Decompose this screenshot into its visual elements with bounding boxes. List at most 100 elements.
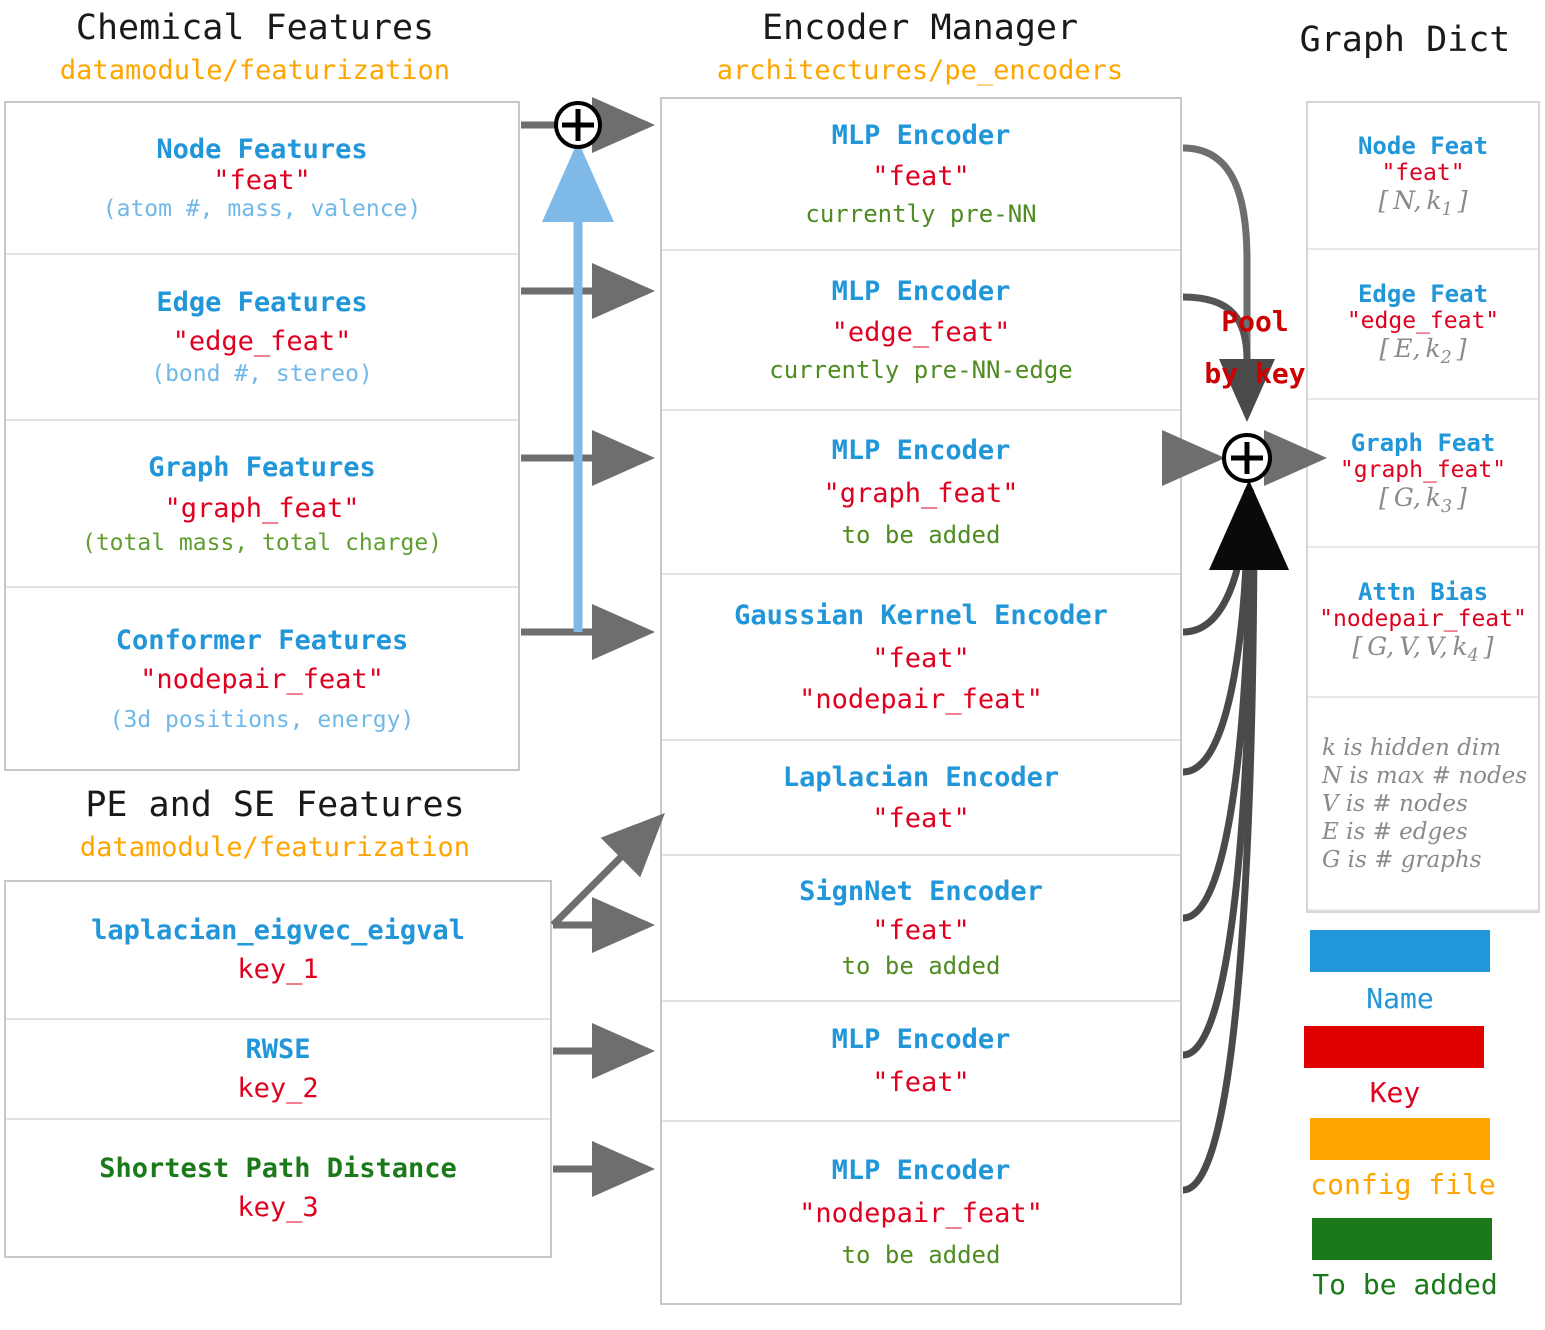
encoder-key: "feat" [872,1067,970,1098]
feature-name: Graph Features [148,451,376,483]
pool-label-line2: by key [1204,357,1306,390]
encoder-key: "feat" [872,802,970,834]
feature-desc: (total mass, total charge) [81,529,443,556]
curve-encoder-5-to-pool [1182,504,1252,776]
arrow-laplacian-to-laplacian-encoder [550,813,665,928]
encoder-name: Laplacian Encoder [782,761,1060,793]
sum-node-top [554,101,602,149]
encoder-row[interactable]: MLP Encoder "nodepair_feat" to be added [662,1122,1180,1302]
chemical-features-subtitle: datamodule/featurization [59,55,451,86]
encoder-row[interactable]: MLP Encoder "feat" [662,1002,1180,1122]
pese-name: laplacian_eigvec_eigval [91,915,465,946]
pool-by-key-label: Pool by key [1190,296,1320,400]
pese-key: key_1 [237,954,319,985]
feature-key: "edge_feat" [172,326,352,357]
encoder-manager-title: Encoder Manager [761,8,1079,48]
encoder-note: currently pre-NN-edge [769,356,1073,384]
pese-key: key_3 [237,1192,319,1223]
encoder-row[interactable]: MLP Encoder "edge_feat" currently pre-NN… [662,251,1180,411]
encoder-name: Gaussian Kernel Encoder [734,599,1108,631]
graph-dict-row[interactable]: Edge Feat "edge_feat" [ E, k2 ] [1308,250,1538,400]
graph-dict-row[interactable]: Attn Bias "nodepair_feat" [ G, V, V, k4 … [1308,548,1538,698]
legend-swatch-name [1310,930,1490,972]
dict-key: "feat" [1381,159,1465,186]
encoder-key: "feat" [872,642,970,674]
chemical-features-title: Chemical Features [75,8,435,48]
pese-features-panel: laplacian_eigvec_eigval key_1 RWSE key_2… [4,880,552,1258]
dim-legend-line: N is max # nodes [1322,762,1528,789]
graph-dict-row[interactable]: Node Feat "feat" [ N, k1 ] [1308,103,1538,250]
feature-key: "graph_feat" [164,492,360,524]
encoder-row[interactable]: MLP Encoder "graph_feat" to be added [662,411,1180,575]
graph-dict-panel: Node Feat "feat" [ N, k1 ] Edge Feat "ed… [1306,101,1540,913]
encoder-row[interactable]: MLP Encoder "feat" currently pre-NN [662,99,1180,251]
curve-encoder-4-to-pool [1182,504,1250,636]
encoder-note: to be added [841,952,1001,980]
feature-key: "nodepair_feat" [140,663,384,695]
dim-legend-line: E is # edges [1322,818,1468,845]
legend-label-todo: To be added [1312,1268,1498,1301]
chemical-feature-row[interactable]: Graph Features "graph_feat" (total mass,… [6,421,518,588]
feature-key: "feat" [213,165,311,196]
encoder-name: SignNet Encoder [799,876,1043,907]
feature-desc: (3d positions, energy) [109,706,415,733]
encoder-key: "graph_feat" [823,478,1019,509]
pese-feature-row[interactable]: laplacian_eigvec_eigval key_1 [6,882,550,1020]
encoder-key: "feat" [872,161,970,192]
legend-swatch-key [1304,1026,1484,1068]
feature-name: Edge Features [156,287,368,318]
pese-key: key_2 [237,1073,319,1104]
dict-name: Node Feat [1357,131,1489,160]
chemical-features-panel: Node Features "feat" (atom #, mass, vale… [4,101,520,771]
dimension-legend: k is hidden dim N is max # nodes V is # … [1308,698,1538,911]
dict-dim: [ G, k3 ] [1379,483,1467,517]
encoder-key: "feat" [872,915,970,946]
pese-name: Shortest Path Distance [99,1153,457,1184]
sum-node-pool [1222,433,1272,483]
pese-feature-row[interactable]: RWSE key_2 [6,1020,550,1120]
feature-name: Node Features [156,134,368,165]
legend-label-key: Key [1369,1076,1421,1109]
feature-desc: (atom #, mass, valence) [102,196,422,222]
dict-dim: [ G, V, V, k4 ] [1352,632,1494,666]
dim-legend-line: G is # graphs [1322,846,1482,873]
curve-encoder-8-to-pool [1182,504,1258,1194]
pese-feature-row[interactable]: Shortest Path Distance key_3 [6,1120,550,1256]
pese-name: RWSE [245,1034,311,1065]
encoder-key: "nodepair_feat" [799,683,1043,715]
pese-features-title: PE and SE Features [85,785,465,825]
encoder-row[interactable]: Laplacian Encoder "feat" [662,741,1180,856]
graph-dict-title: Graph Dict [1299,20,1511,60]
encoder-note: to be added [841,521,1001,549]
curve-encoder-6-to-pool [1182,504,1254,922]
encoder-manager-subtitle: architectures/pe_encoders [716,55,1124,86]
curve-encoder-7-to-pool [1182,504,1256,1059]
feature-desc: (bond #, stereo) [151,361,373,387]
encoder-name: MLP Encoder [831,435,1011,466]
feature-name: Conformer Features [115,624,409,656]
dim-legend-line: k is hidden dim [1322,734,1501,761]
encoder-note: to be added [841,1241,1001,1269]
encoder-name: MLP Encoder [831,120,1011,151]
encoder-row[interactable]: Gaussian Kernel Encoder "feat" "nodepair… [662,575,1180,741]
pool-label-line1: Pool [1221,305,1289,338]
chemical-feature-row[interactable]: Node Features "feat" (atom #, mass, vale… [6,103,518,255]
encoder-key: "edge_feat" [831,317,1011,348]
dict-name: Graph Feat [1350,429,1496,457]
encoder-note: currently pre-NN [805,200,1037,228]
dict-dim: [ N, k1 ] [1378,185,1468,220]
encoder-name: MLP Encoder [831,1024,1011,1055]
chemical-feature-row[interactable]: Conformer Features "nodepair_feat" (3d p… [6,588,518,769]
dict-key: "edge_feat" [1346,308,1500,334]
chemical-feature-row[interactable]: Edge Features "edge_feat" (bond #, stere… [6,255,518,421]
dict-key: "graph_feat" [1339,457,1507,483]
legend-label-name: Name [1366,982,1434,1015]
dict-dim: [ E, k2 ] [1379,334,1467,368]
dim-legend-line: V is # nodes [1322,790,1468,817]
graph-dict-row[interactable]: Graph Feat "graph_feat" [ G, k3 ] [1308,400,1538,548]
encoder-row[interactable]: SignNet Encoder "feat" to be added [662,856,1180,1002]
encoder-name: MLP Encoder [831,276,1011,307]
encoder-manager-panel: MLP Encoder "feat" currently pre-NN MLP … [660,97,1182,1305]
dict-name: Attn Bias [1357,578,1489,606]
pese-features-subtitle: datamodule/featurization [79,832,471,863]
